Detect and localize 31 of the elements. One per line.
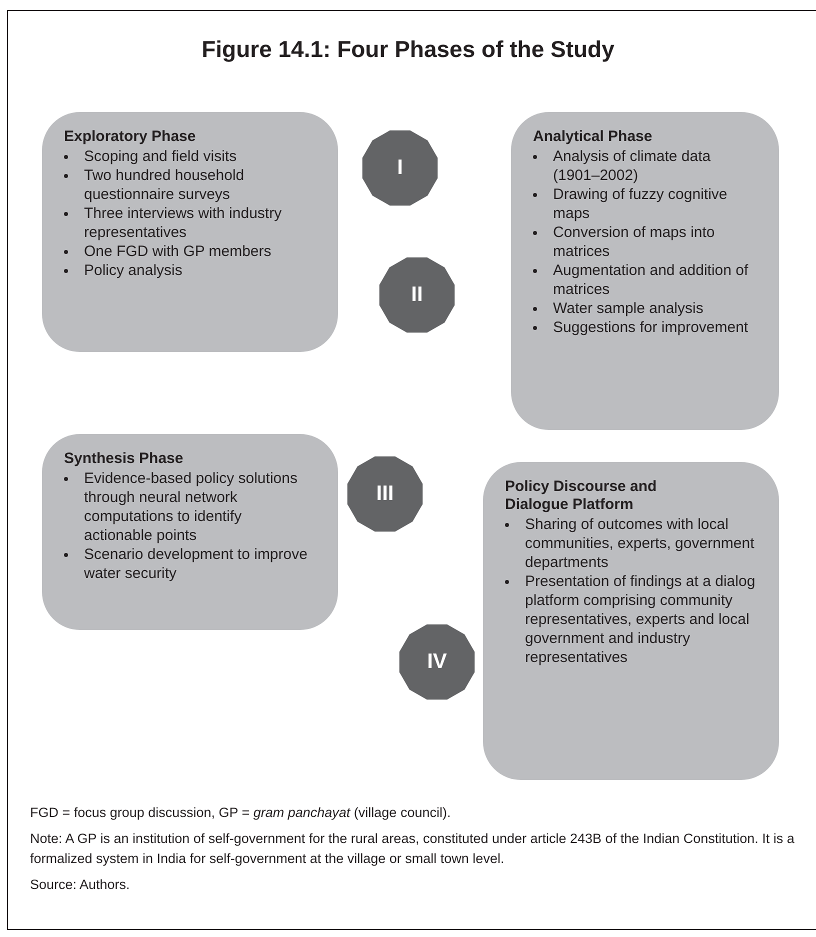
footnote-text: Source: Authors.	[30, 876, 131, 894]
bullet-text: Three interviews with industry representatives	[84, 204, 283, 242]
bullet-text: Scoping and field visits	[84, 147, 237, 166]
numeral-badge: III	[346, 455, 424, 533]
phase-card	[511, 112, 779, 430]
phase-heading: Policy Discourse and Dialogue Platform	[505, 478, 658, 514]
footnote-text: FGD = focus group discussion, GP = gram panchayat (village council).	[30, 804, 452, 822]
bullet-text: Water sample analysis	[553, 299, 704, 318]
phase-card	[42, 112, 338, 352]
figure-title: Figure 14.1: Four Phases of the Study	[200, 35, 616, 64]
numeral-badge: II	[378, 256, 456, 334]
phase-card	[42, 434, 338, 630]
bullet-text: Conversion of maps into matrices	[553, 223, 716, 261]
phase-heading: Analytical Phase	[533, 128, 654, 146]
bullet-text: One FGD with GP members	[84, 242, 272, 261]
bullet-text: Presentation of findings at a dialog platform comprising community representatives, experts and local government and industry representatives	[525, 572, 756, 667]
phase-heading: Exploratory Phase	[64, 128, 197, 146]
bullet-text: Drawing of fuzzy cognitive maps	[553, 185, 728, 223]
bullet-text: Sharing of outcomes with local communities, experts, government departments	[525, 515, 756, 572]
bullet-text: Scenario development to improve water security	[84, 545, 308, 583]
bullet-text: Analysis of climate data (1901–2002)	[553, 147, 712, 185]
numeral-badge: IV	[398, 623, 476, 701]
bullet-text: Augmentation and addition of matrices	[553, 261, 749, 299]
numeral-badge: I	[361, 129, 439, 207]
bullet-text: Two hundred household questionnaire surveys	[84, 166, 246, 204]
bullet-text: Suggestions for improvement	[553, 318, 748, 337]
bullet-text: Evidence-based policy solutions through neural network computations to identify actionable points	[84, 469, 298, 545]
phase-card	[483, 462, 779, 780]
footnote-text: Note: A GP is an institution of self-government for the rural areas, constituted under article 243B of the Indian Constitution. It is a formalized system in India for self-government at the village or small town level.	[30, 830, 796, 868]
bullet-text: Policy analysis	[84, 261, 182, 280]
phase-heading: Synthesis Phase	[64, 450, 184, 468]
